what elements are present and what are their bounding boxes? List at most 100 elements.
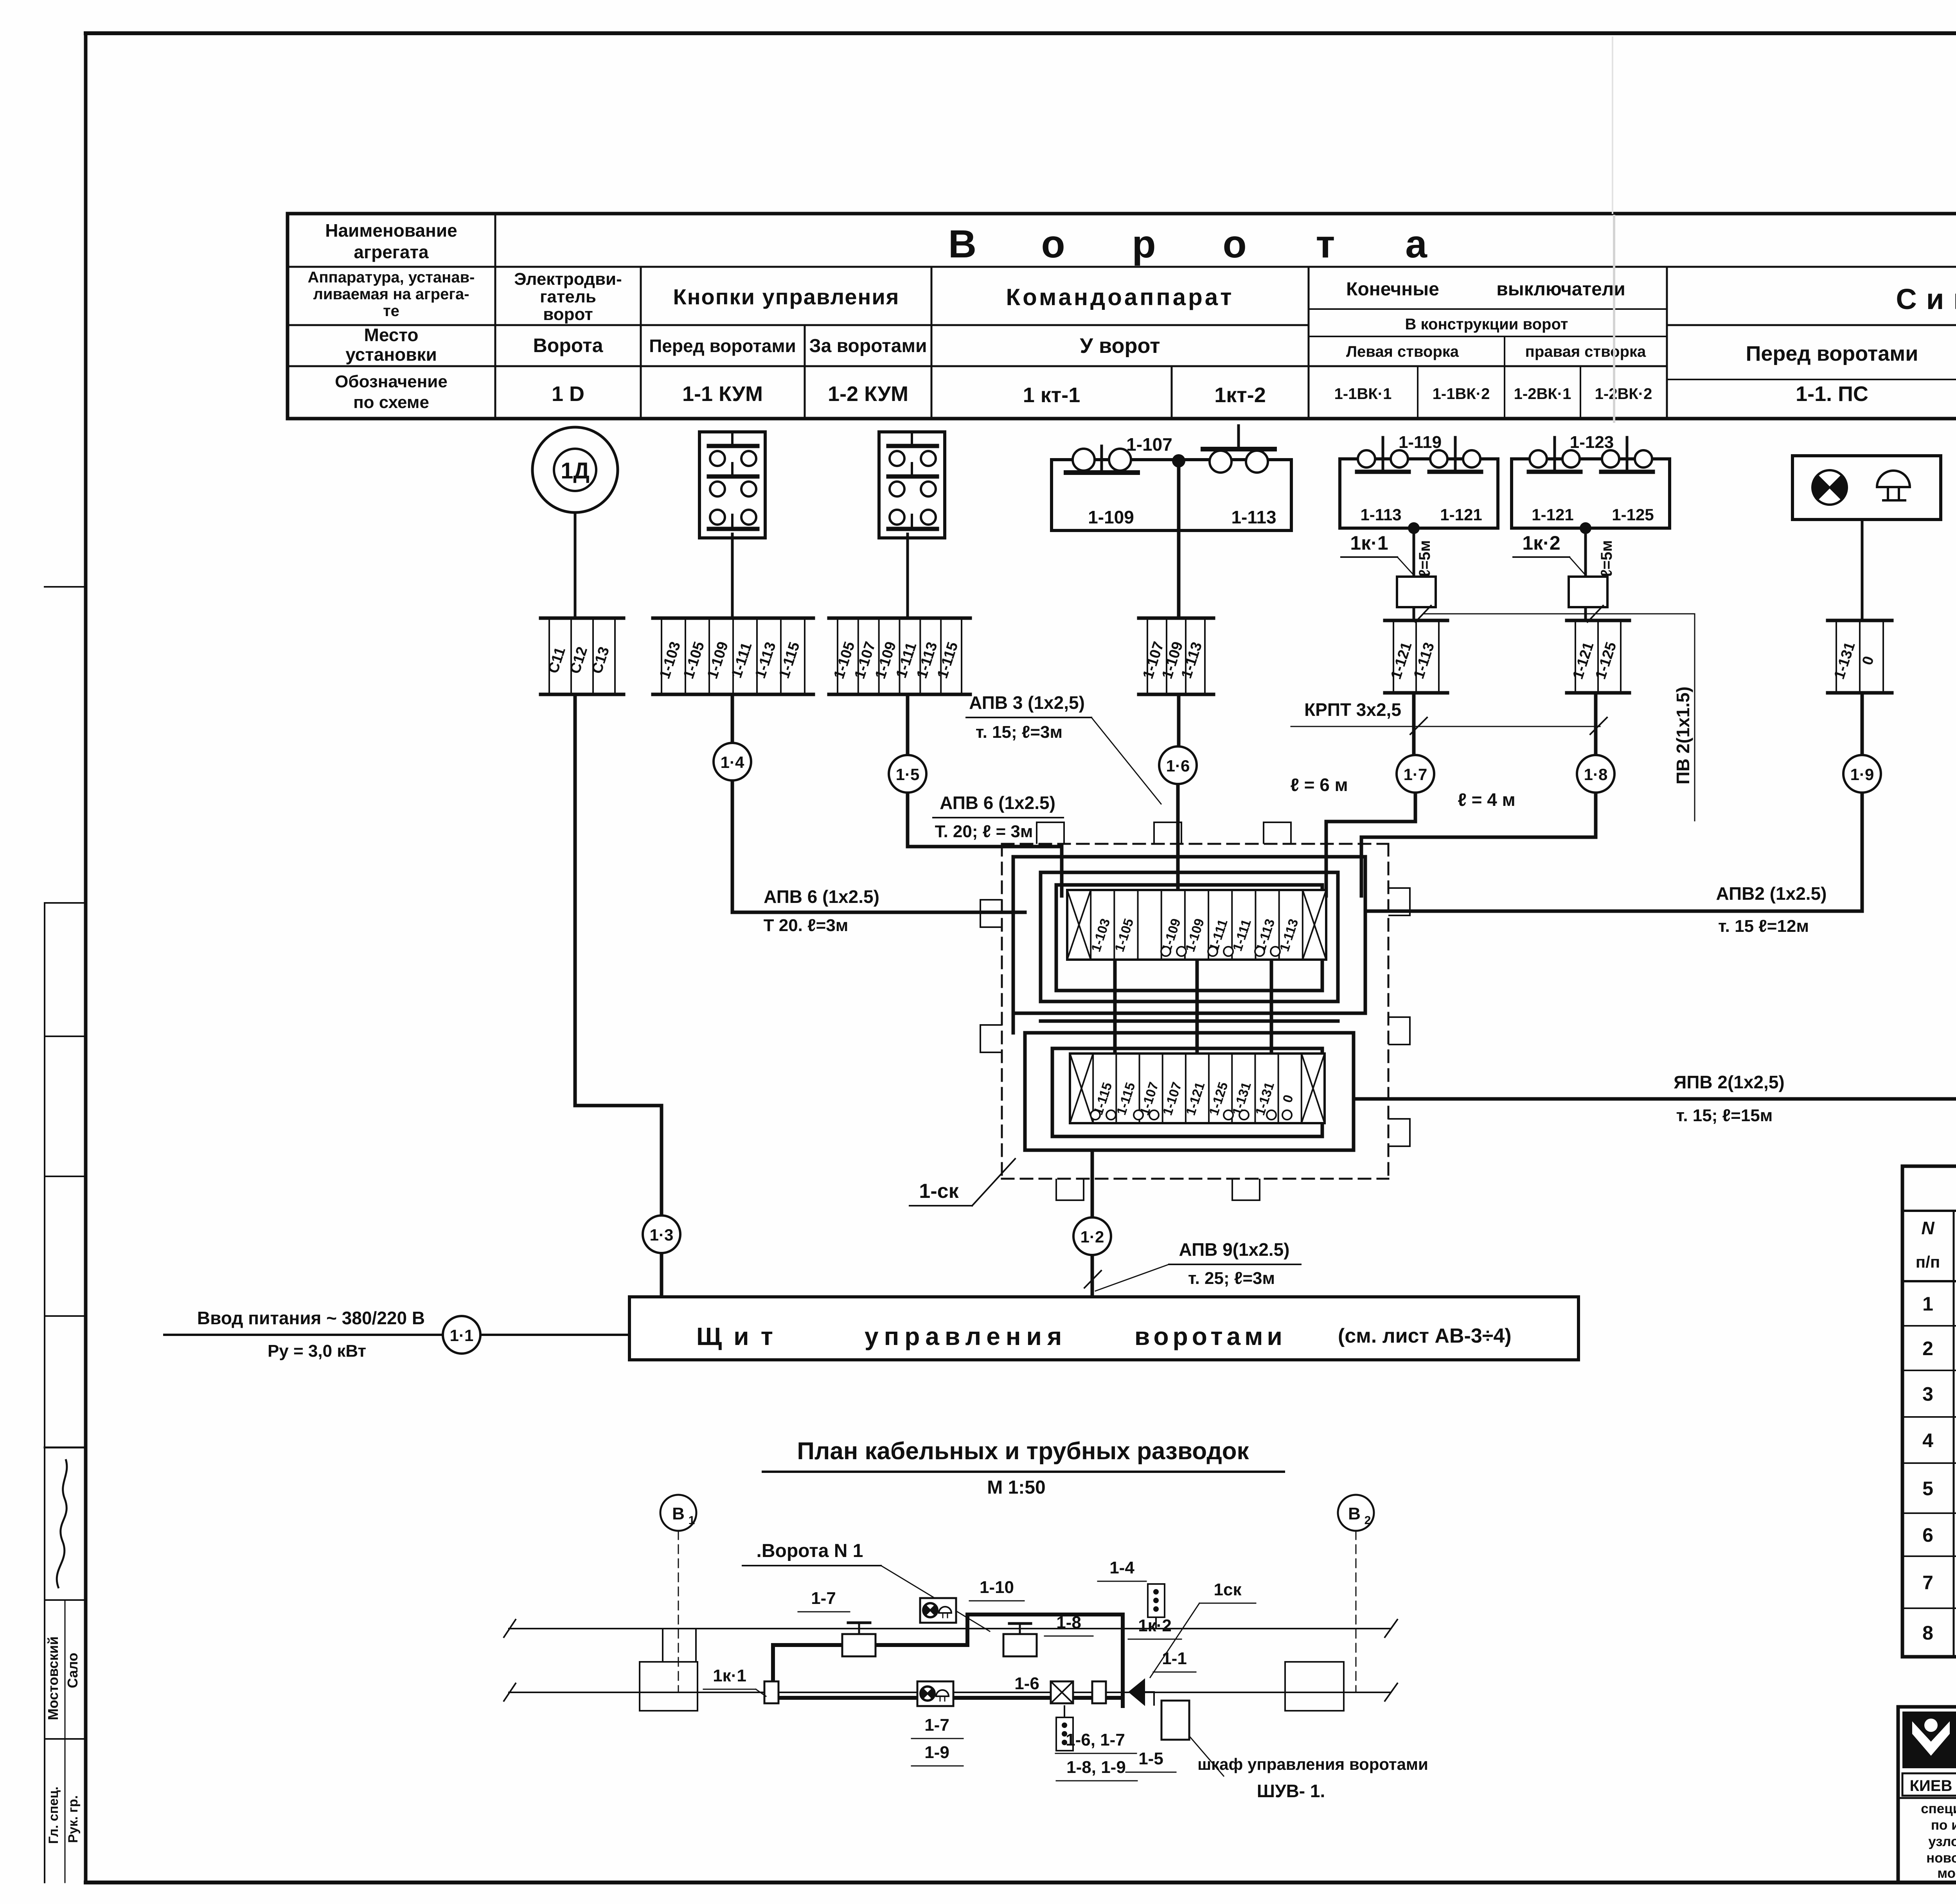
svg-text:Рук. гр.: Рук. гр. — [66, 1795, 81, 1843]
svg-text:Командоаппарат: Командоаппарат — [1006, 284, 1234, 310]
svg-text:КРПТ 3х2,5: КРПТ 3х2,5 — [1304, 699, 1401, 720]
svg-text:1-113: 1-113 — [1360, 505, 1401, 524]
svg-text:1·7: 1·7 — [1404, 765, 1427, 784]
svg-text:Наименование: Наименование — [325, 220, 457, 241]
svg-text:Ворота: Ворота — [533, 334, 604, 356]
svg-text:План кабельных и трубных разво: План кабельных и трубных разводок — [797, 1438, 1249, 1465]
svg-text:1-1. ПС: 1-1. ПС — [1796, 382, 1868, 406]
svg-text:В: В — [672, 1504, 685, 1523]
svg-text:1-1 КУМ: 1-1 КУМ — [682, 382, 763, 406]
svg-text:В: В — [948, 222, 976, 266]
svg-text:гатель: гатель — [540, 287, 596, 306]
svg-text:ℓ = 6 м: ℓ = 6 м — [1290, 775, 1348, 795]
svg-text:ШУВ- 1.: ШУВ- 1. — [1257, 1781, 1325, 1801]
svg-text:1к·2: 1к·2 — [1138, 1616, 1172, 1635]
svg-text:Сало: Сало — [65, 1653, 81, 1688]
svg-text:За воротами: За воротами — [809, 336, 927, 356]
svg-text:ливаемая на агрега-: ливаемая на агрега- — [313, 286, 469, 303]
svg-text:АПВ2 (1х2.5): АПВ2 (1х2.5) — [1716, 883, 1827, 904]
svg-text:Аппаратура, устанав-: Аппаратура, устанав- — [308, 269, 475, 286]
svg-text:1 D: 1 D — [552, 382, 584, 406]
svg-text:Ру = 3,0 кВт: Ру = 3,0 кВт — [268, 1341, 366, 1361]
svg-text:1-2 КУМ: 1-2 КУМ — [828, 382, 908, 406]
svg-text:1-1: 1-1 — [1162, 1649, 1187, 1668]
svg-text:5: 5 — [1922, 1478, 1933, 1499]
svg-text:т. 25; ℓ=3м: т. 25; ℓ=3м — [1188, 1269, 1275, 1288]
svg-text:1-7: 1-7 — [924, 1715, 949, 1735]
svg-text:1-109: 1-109 — [1088, 507, 1134, 527]
svg-text:агрегата: агрегата — [354, 242, 429, 262]
svg-text:3: 3 — [1922, 1383, 1933, 1405]
svg-text:1к·2: 1к·2 — [1522, 532, 1560, 554]
svg-text:правая створка: правая створка — [1525, 343, 1646, 360]
svg-text:Перед воротами: Перед воротами — [1746, 342, 1918, 365]
svg-text:1-5: 1-5 — [1138, 1749, 1163, 1768]
svg-text:Обозначение: Обозначение — [335, 372, 448, 391]
svg-text:1·1: 1·1 — [450, 1326, 474, 1345]
svg-text:М 1:50: М 1:50 — [987, 1477, 1045, 1498]
svg-text:4: 4 — [1922, 1429, 1933, 1451]
svg-text:те: те — [383, 302, 399, 320]
svg-text:Сигнализация: Сигнализация — [1896, 283, 1956, 315]
svg-text:по схеме: по схеме — [353, 393, 429, 412]
svg-text:Гл. спец.: Гл. спец. — [46, 1787, 61, 1844]
svg-text:1: 1 — [1922, 1293, 1933, 1315]
svg-text:1·4: 1·4 — [721, 753, 744, 771]
svg-text:1-10: 1-10 — [980, 1578, 1014, 1597]
svg-text:1к·1: 1к·1 — [1350, 532, 1388, 554]
svg-text:(см. лист АВ-3÷4): (см. лист АВ-3÷4) — [1338, 1325, 1512, 1347]
svg-text:мой 1 млн. руб. в год.: мой 1 млн. руб. в год. — [1937, 1866, 1956, 1881]
svg-text:1-6, 1-7: 1-6, 1-7 — [1066, 1730, 1125, 1749]
svg-text:2: 2 — [1365, 1514, 1371, 1527]
svg-text:т. 15; ℓ=3м: т. 15; ℓ=3м — [976, 723, 1062, 742]
svg-text:1-1ВК·2: 1-1ВК·2 — [1433, 385, 1490, 403]
svg-text:1: 1 — [689, 1514, 695, 1527]
svg-text:Мостовский: Мостовский — [45, 1636, 61, 1720]
svg-text:1·6: 1·6 — [1166, 757, 1190, 775]
svg-text:6: 6 — [1922, 1524, 1933, 1546]
svg-text:1кт-2: 1кт-2 — [1214, 383, 1266, 407]
svg-text:т: т — [1316, 222, 1335, 266]
svg-text:АПВ 9(1х2.5): АПВ 9(1х2.5) — [1179, 1239, 1289, 1260]
svg-text:1-1ВК·1: 1-1ВК·1 — [1334, 385, 1392, 403]
svg-text:1к·1: 1к·1 — [713, 1666, 746, 1685]
svg-text:1-2ВК·2: 1-2ВК·2 — [1595, 385, 1652, 403]
svg-text:1ск: 1ск — [1214, 1580, 1242, 1599]
svg-text:N: N — [1921, 1218, 1934, 1238]
svg-text:АПВ 3 (1х2,5): АПВ 3 (1х2,5) — [969, 692, 1085, 713]
svg-text:1-125: 1-125 — [1612, 505, 1654, 524]
svg-text:1-121: 1-121 — [1532, 505, 1573, 524]
svg-text:управления: управления — [865, 1322, 1067, 1350]
svg-text:специализированная мастерская: специализированная мастерская — [1921, 1801, 1956, 1816]
svg-text:о: о — [1041, 222, 1065, 266]
svg-text:1-ск: 1-ск — [919, 1180, 959, 1203]
svg-text:Левая створка: Левая створка — [1346, 343, 1459, 360]
svg-text:ворот: ворот — [543, 305, 593, 324]
svg-text:АПВ 6 (1х2.5): АПВ 6 (1х2.5) — [940, 793, 1055, 813]
svg-text:воротами: воротами — [1134, 1322, 1286, 1350]
svg-text:У ворот: У ворот — [1080, 334, 1160, 358]
svg-text:1-121: 1-121 — [1440, 505, 1482, 524]
svg-text:Щит: Щит — [696, 1322, 785, 1350]
svg-text:Конечные: Конечные — [1346, 279, 1439, 300]
svg-text:установки: установки — [345, 344, 437, 365]
svg-text:1·8: 1·8 — [1584, 765, 1608, 784]
svg-text:1-7: 1-7 — [811, 1589, 836, 1608]
svg-text:1·5: 1·5 — [896, 765, 920, 784]
svg-text:ℓ=5м: ℓ=5м — [1598, 540, 1615, 577]
svg-text:новодческих ферм, с програм-: новодческих ферм, с програм- — [1926, 1850, 1956, 1866]
svg-text:узлов и заготовок для живот-: узлов и заготовок для живот- — [1928, 1834, 1956, 1849]
svg-text:ℓ = 4 м: ℓ = 4 м — [1458, 789, 1515, 810]
svg-text:КИЕВ: КИЕВ — [1910, 1777, 1952, 1794]
svg-text:Т. 20; ℓ = 3м: Т. 20; ℓ = 3м — [935, 822, 1033, 841]
svg-text:1-9: 1-9 — [924, 1743, 949, 1762]
svg-text:о: о — [1222, 222, 1246, 266]
svg-text:1·2: 1·2 — [1080, 1228, 1104, 1246]
svg-text:8: 8 — [1922, 1622, 1933, 1644]
svg-text:р: р — [1132, 222, 1156, 266]
svg-text:п/п: п/п — [1916, 1253, 1940, 1271]
svg-text:выключатели: выключатели — [1496, 279, 1625, 300]
svg-text:1-8, 1-9: 1-8, 1-9 — [1066, 1758, 1126, 1777]
svg-text:В: В — [1348, 1504, 1361, 1523]
svg-text:АПВ 6 (1х2.5): АПВ 6 (1х2.5) — [764, 886, 879, 907]
